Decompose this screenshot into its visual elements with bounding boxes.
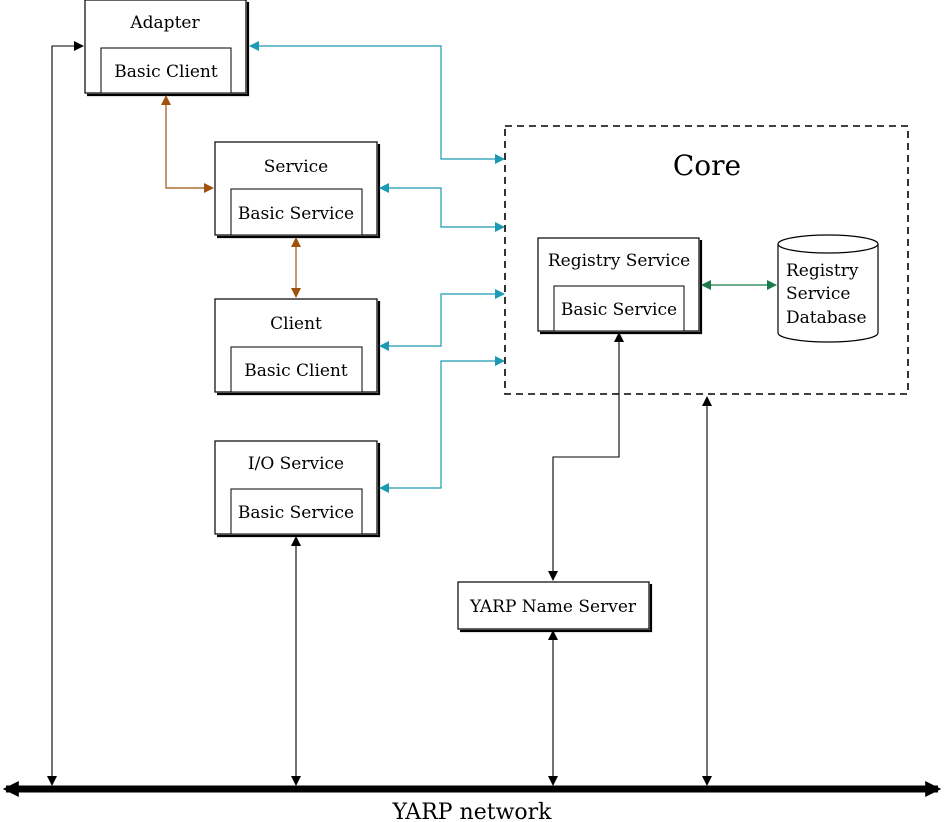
client-title: Client (270, 314, 322, 334)
adapter-core-link (249, 41, 505, 164)
service-core-link (379, 183, 505, 232)
client-node[interactable]: Client Basic Client (214, 298, 381, 396)
core-connections (249, 41, 505, 493)
service-node[interactable]: Service Basic Service (214, 141, 381, 239)
database-label-line-1: Registry (786, 261, 859, 281)
registry-nameserver-link (548, 332, 624, 581)
network-connections (47, 41, 712, 786)
database-label-line-2: Service (786, 284, 850, 304)
adapter-title: Adapter (129, 13, 200, 33)
network-label: YARP network (391, 800, 552, 822)
io-service-core-link (379, 356, 505, 493)
adapter-network-link (47, 41, 84, 786)
registry-service-node[interactable]: Registry Service Basic Service (537, 237, 703, 335)
name-server-node[interactable]: YARP Name Server (457, 581, 653, 633)
service-inner-label: Basic Service (238, 204, 354, 224)
registry-service-inner-label: Basic Service (561, 300, 677, 320)
service-title: Service (264, 157, 328, 177)
client-service-links (161, 95, 301, 298)
io-service-title: I/O Service (248, 454, 344, 474)
database-label-line-3: Database (786, 308, 867, 328)
client-inner-label: Basic Client (244, 361, 348, 381)
core-title: Core (673, 149, 741, 182)
registry-service-title: Registry Service (548, 251, 690, 271)
client-core-link (379, 289, 505, 351)
adapter-node[interactable]: Adapter Basic Client (84, 0, 250, 97)
io-service-node[interactable]: I/O Service Basic Service (214, 440, 381, 538)
adapter-service-link (161, 95, 214, 193)
adapter-inner-label: Basic Client (114, 62, 218, 82)
name-server-title: YARP Name Server (469, 597, 637, 617)
database-cylinder[interactable]: Registry Service Database (777, 234, 879, 343)
io-service-inner-label: Basic Service (238, 503, 354, 523)
